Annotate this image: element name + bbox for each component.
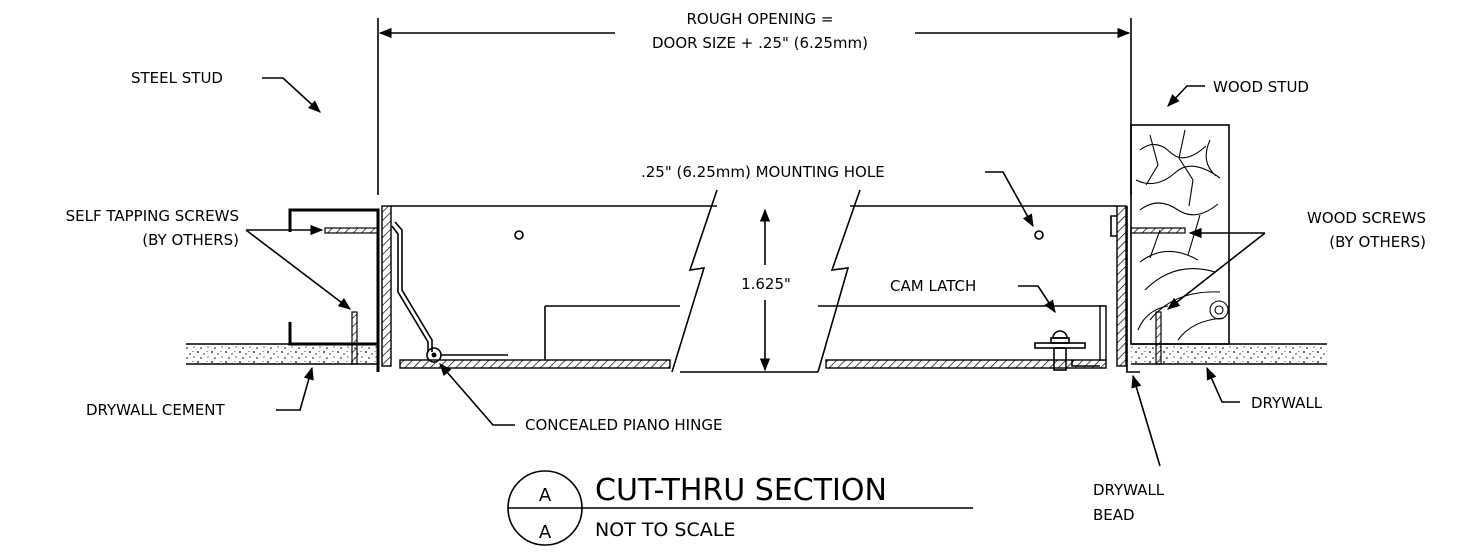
rough-opening-dimension: ROUGH OPENING = DOOR SIZE + .25" (6.25mm… [377, 10, 1132, 195]
label-wood-screws-2: (BY OTHERS) [1329, 233, 1426, 251]
section-title: CUT-THRU SECTION [595, 473, 887, 508]
label-self-tapping-2: (BY OTHERS) [142, 231, 239, 249]
section-marker-bottom: A [539, 522, 552, 543]
label-drywall: DRYWALL [1251, 394, 1323, 412]
leader-lines [245, 77, 1266, 467]
label-self-tapping-1: SELF TAPPING SCREWS [66, 207, 239, 225]
section-subtitle: NOT TO SCALE [595, 519, 735, 541]
rough-opening-line1: ROUGH OPENING = [686, 10, 833, 28]
self-tapping-screws [324, 227, 379, 365]
depth-value: 1.625" [741, 275, 791, 293]
label-cam-latch: CAM LATCH [890, 277, 976, 295]
rough-opening-line2: DOOR SIZE + .25" (6.25mm) [652, 34, 868, 52]
label-wood-stud: WOOD STUD [1213, 78, 1309, 96]
mounting-hole-right [1034, 230, 1044, 240]
break-lines [671, 189, 861, 373]
label-drywall-bead-1: DRYWALL [1093, 481, 1165, 499]
section-title-block: A A CUT-THRU SECTION NOT TO SCALE [507, 470, 973, 546]
drywall-left [186, 343, 378, 365]
piano-hinge [426, 347, 508, 363]
access-door [381, 205, 1127, 373]
steel-stud [288, 208, 380, 372]
label-mounting-hole: .25" (6.25mm) MOUNTING HOLE [641, 163, 885, 181]
label-drywall-cement: DRYWALL CEMENT [86, 401, 226, 419]
wood-stud [1130, 124, 1230, 365]
section-marker-top: A [539, 485, 552, 506]
mounting-hole-left [514, 230, 524, 240]
depth-dimension: 1.625" [741, 208, 791, 372]
cam-latch [1034, 330, 1086, 371]
label-drywall-bead-2: BEAD [1093, 506, 1135, 524]
drywall-bead [1126, 206, 1140, 373]
label-wood-screws-1: WOOD SCREWS [1307, 209, 1426, 227]
label-piano-hinge: CONCEALED PIANO HINGE [525, 416, 722, 434]
label-steel-stud: STEEL STUD [131, 69, 223, 87]
